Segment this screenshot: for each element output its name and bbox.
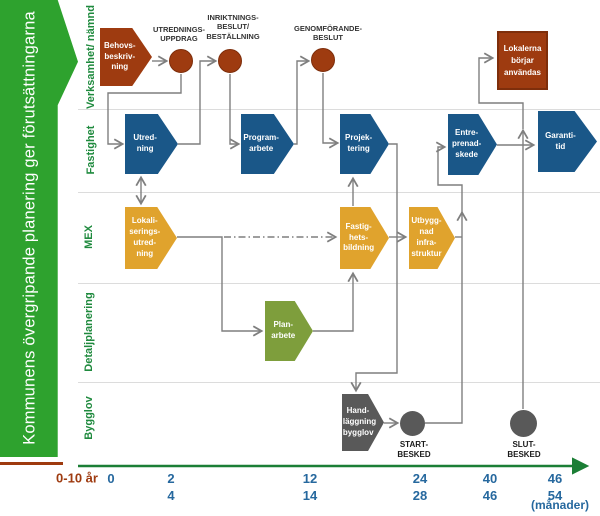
startbesked-circle [400, 411, 425, 436]
startbesked-label: START- BESKED [397, 440, 431, 460]
shape-programarbete: Program- arbete [241, 114, 294, 174]
shape-fastighetsbildning-label: Fastig- hets- bildning [343, 221, 375, 253]
milestone-circle-genomforandebeslut [311, 48, 335, 72]
timeline-tick-3: 24 28 [412, 471, 428, 503]
timeline-tick-2: 12 14 [302, 471, 318, 503]
shape-garantitid: Garanti- tid [538, 111, 597, 172]
planning-banner-text: Kommunens övergripande planering ger för… [20, 11, 39, 445]
period-underline [0, 462, 63, 465]
shape-projektering: Projek- tering [340, 114, 389, 174]
shape-behovsbeskrivning-label: Behovs- beskriv- ning [103, 40, 136, 72]
shape-behovsbeskrivning: Behovs- beskriv- ning [100, 28, 152, 86]
shape-entreprenadskede-label: Entre- prenad- skede [451, 128, 482, 159]
milestone-label-inriktningsbeslut: INRIKTNINGS- BESLUT/ BESTÄLLNING [206, 13, 260, 41]
shape-fastighetsbildning: Fastig- hets- bildning [340, 207, 389, 269]
slutbesked-label: SLUT- BESKED [507, 440, 541, 460]
shape-lokaliseringsutredning-label: Lokali- serings- utred- ning [129, 216, 161, 258]
timeline-unit-label: (månader) [530, 498, 590, 512]
milestone-circle-inriktningsbeslut [218, 49, 242, 73]
timeline-tick-4: 40 46 [482, 471, 498, 503]
row-separator [78, 283, 600, 284]
shape-lokalerna-borjar-anvandas: Lokalerna börjar användas [497, 31, 548, 90]
shape-projektering-label: Projek- tering [345, 133, 373, 153]
row-separator [78, 382, 600, 383]
milestone-circle-utredningsuppdrag [169, 49, 193, 73]
shape-utredning: Utred- ning [125, 114, 178, 174]
shape-lokaliseringsutredning: Lokali- serings- utred- ning [125, 207, 177, 269]
row-separator [78, 109, 600, 110]
row-separator [78, 192, 600, 193]
shape-handlaggning-bygglov-label: Hand- läggning bygglov [342, 406, 377, 437]
connector-lokalisering-to-planarbete [177, 236, 264, 337]
slutbesked-circle [510, 410, 537, 437]
shape-handlaggning-bygglov: Hand- läggning bygglov [342, 394, 384, 451]
row-label-bygglov: Bygglov [83, 396, 95, 440]
row-label-detaljplanering: Detaljplanering [83, 292, 95, 372]
milestone-label-utredningsuppdrag: UTREDNINGS- UPPDRAG [152, 25, 206, 44]
shape-planarbete-label: Plan- arbete [271, 320, 296, 340]
timeline-tick-0: 0 [107, 471, 115, 486]
shape-utbyggnad-infrastruktur: Utbygg- nad infra- struktur [409, 207, 455, 269]
shape-programarbete-label: Program- arbete [243, 133, 279, 153]
shape-garantitid-label: Garanti- tid [545, 130, 576, 151]
shape-utbyggnad-infrastruktur-label: Utbygg- nad infra- struktur [411, 216, 442, 258]
connector-genomforande-to-projektering [322, 73, 340, 149]
timeline-tick-5: 46 54 [547, 471, 563, 503]
shape-planarbete: Plan- arbete [265, 301, 313, 361]
row-label-mex: MEX [83, 225, 95, 249]
shape-entreprenadskede: Entre- prenad- skede [448, 114, 497, 175]
shape-utredning-label: Utred- ning [133, 133, 157, 153]
row-label-verksamhet: Verksamhet/ nämnd [85, 5, 97, 109]
connector-utredning-to-inriktning [178, 55, 218, 145]
period-label: 0-10 år [56, 470, 98, 486]
timeline-tick-1: 2 4 [167, 471, 175, 503]
row-label-fastighet: Fastighet [85, 125, 97, 175]
milestone-label-genomforandebeslut: GENOMFÖRANDE- BESLUT [294, 24, 362, 43]
shape-lokalerna-label: Lokalerna börjar användas [503, 43, 542, 77]
connector-program-to-genomforande [294, 55, 311, 145]
